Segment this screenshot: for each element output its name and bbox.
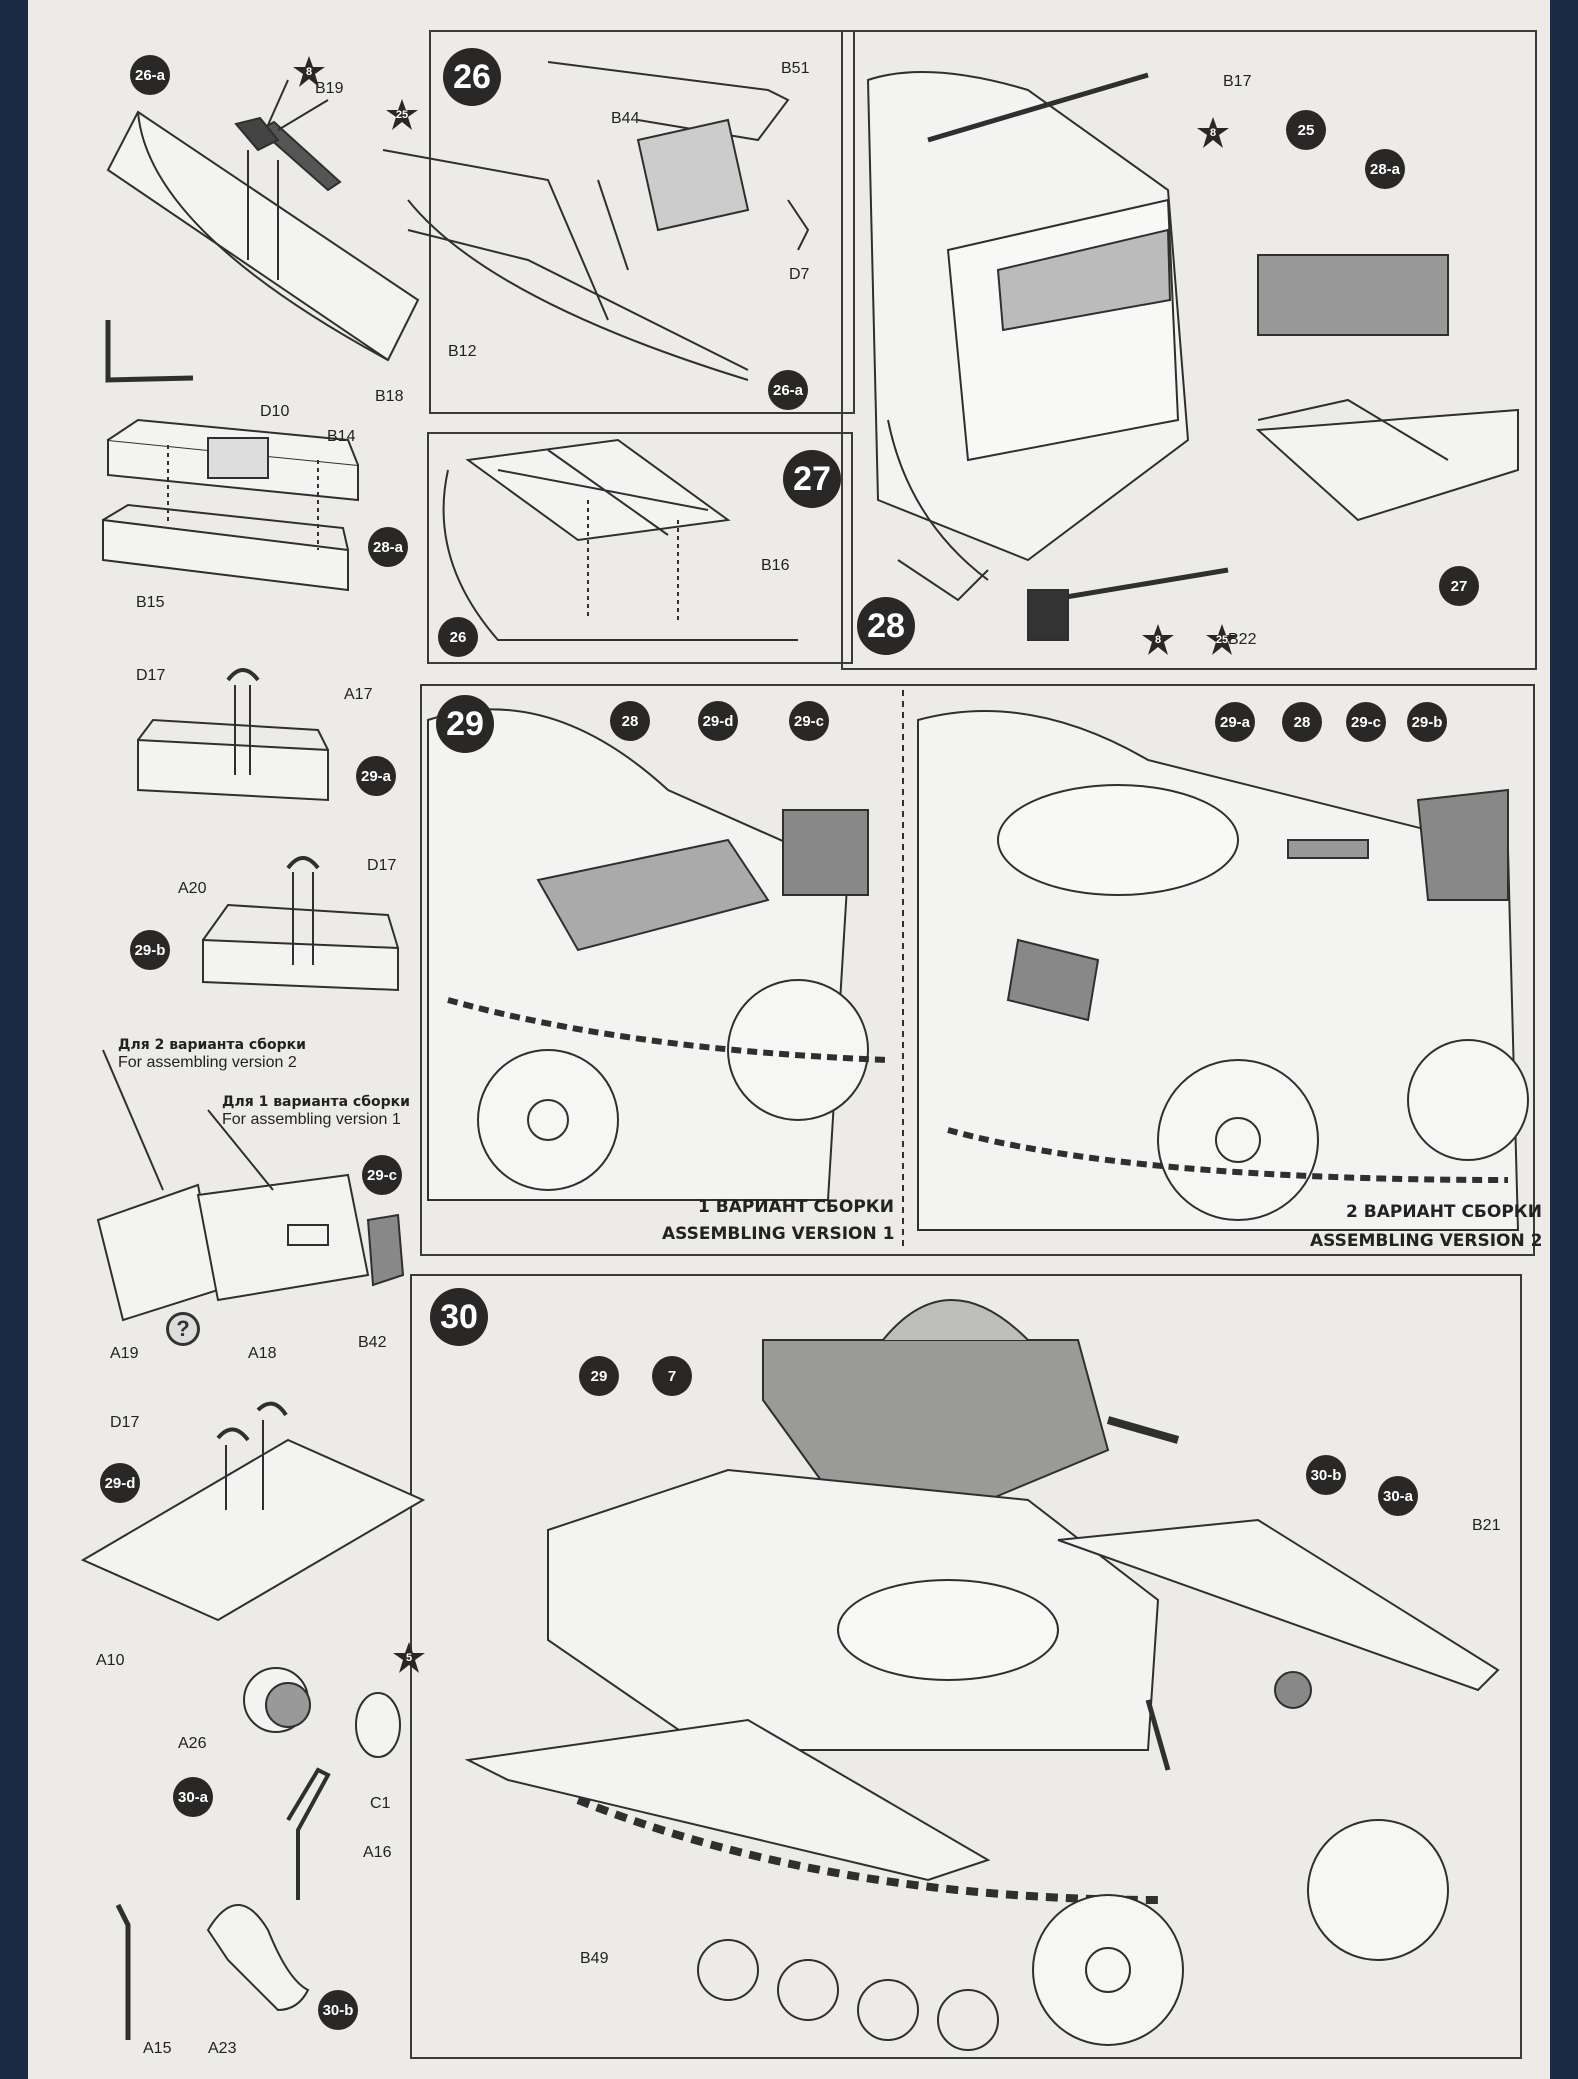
part-label-b44: B44 [611,110,640,127]
subassembly-30a-badge: 30-a [173,1777,213,1817]
subassembly-29b-badge: 29-b [130,930,170,970]
part-label-a18: A18 [248,1345,277,1362]
part-label-d7: D7 [789,266,810,283]
part-label-b17: B17 [1223,73,1252,90]
ref-30b-badge: 30-b [1306,1455,1346,1495]
caption-version-2-ru: 2 ВАРИАНТ СБОРКИ [1346,1202,1542,1222]
ref-28-badge-v2: 28 [1282,702,1322,742]
assembly-line-art [80,61,1529,2051]
part-label-a17: A17 [344,686,373,703]
part-label-b42: B42 [358,1334,387,1351]
subassembly-28a-badge: 28-a [368,527,408,567]
step-29-panel [420,684,1535,1256]
paint-25-star: 25 [385,98,419,132]
paint-5-label: 5 [405,1652,413,1664]
part-label-b22: B22 [1228,631,1257,648]
ref-30a-badge: 30-a [1378,1476,1418,1516]
step-26-badge: 26 [443,48,501,106]
ref-29d-badge: 29-d [698,701,738,741]
part-label-a15: A15 [143,2040,172,2057]
part-label-b19: B19 [315,80,344,97]
step-28-panel [841,30,1537,670]
part-label-b15: B15 [136,594,165,611]
ref-29a-badge: 29-a [1215,702,1255,742]
ref-29c-badge: 29-c [789,701,829,741]
caption-version-1-ru: 1 ВАРИАНТ СБОРКИ [698,1197,894,1217]
part-label-d17-29b: D17 [367,857,397,874]
note-version-2-en: For assembling version 2 [118,1054,297,1071]
part-label-b51: B51 [781,60,810,77]
part-label-b16: B16 [761,557,790,574]
part-label-a16: A16 [363,1844,392,1861]
part-label-a26: A26 [178,1735,207,1752]
caption-version-1-en: ASSEMBLING VERSION 1 [662,1224,895,1244]
paint-8-label-b17: 8 [1209,127,1217,139]
ref-28a-badge: 28-a [1365,149,1405,189]
part-label-a20: A20 [178,880,207,897]
paint-25-star-b22: 25 [1205,623,1239,657]
instruction-sheet: 26 27 28 29 30 26-a 28-a 29-a 29-b 29-c … [28,0,1550,2079]
part-label-a10: A10 [96,1652,125,1669]
part-label-c1: C1 [370,1795,391,1812]
ref-26-badge: 26 [438,617,478,657]
subassembly-29a-badge: 29-a [356,756,396,796]
subassembly-29c-badge: 29-c [362,1155,402,1195]
paint-8-star-b17: 8 [1196,116,1230,150]
subassembly-30b-badge: 30-b [318,1990,358,2030]
part-label-b14: B14 [327,428,356,445]
step-26-panel [429,30,855,414]
subassembly-29d-badge: 29-d [100,1463,140,1503]
ref-7-badge: 7 [652,1356,692,1396]
ref-26a-badge: 26-a [768,370,808,410]
ref-29-badge: 29 [579,1356,619,1396]
note-version-1: Для 1 варианта сборки For assembling ver… [222,1093,410,1129]
paint-8-star-b22: 8 [1141,623,1175,657]
part-label-d17-29a: D17 [136,667,166,684]
step-27-badge: 27 [783,450,841,508]
step-30-badge: 30 [430,1288,488,1346]
ref-29c-badge-v2: 29-c [1346,702,1386,742]
part-label-a19: A19 [110,1345,139,1362]
note-version-2: Для 2 варианта сборки For assembling ver… [118,1036,306,1072]
question-icon: ? [166,1312,200,1346]
part-label-b21: B21 [1472,1517,1501,1534]
note-version-1-ru: Для 1 варианта сборки [222,1094,410,1110]
part-label-b49: B49 [580,1950,609,1967]
ref-29b-badge: 29-b [1407,702,1447,742]
ref-25-badge: 25 [1286,110,1326,150]
part-label-a23: A23 [208,2040,237,2057]
paint-5-star: 5 [392,1641,426,1675]
caption-version-2-en: ASSEMBLING VERSION 2 [1310,1231,1543,1251]
part-label-b12: B12 [448,343,477,360]
step-29-badge: 29 [436,695,494,753]
step-27-panel [427,432,853,664]
part-label-d17-29d: D17 [110,1414,140,1431]
paint-25-label: 25 [395,109,409,121]
note-version-2-ru: Для 2 варианта сборки [118,1037,306,1053]
ref-28-badge: 28 [610,701,650,741]
note-version-1-en: For assembling version 1 [222,1111,401,1128]
part-label-b18: B18 [375,388,404,405]
paint-25-label-b22: 25 [1215,634,1229,646]
part-label-d10: D10 [260,403,290,420]
subassembly-26a-badge: 26-a [130,55,170,95]
paint-8-star: 8 [292,55,326,89]
paint-8-label: 8 [305,66,313,78]
ref-27-badge: 27 [1439,566,1479,606]
step-28-badge: 28 [857,597,915,655]
paint-8-label-b22: 8 [1154,634,1162,646]
